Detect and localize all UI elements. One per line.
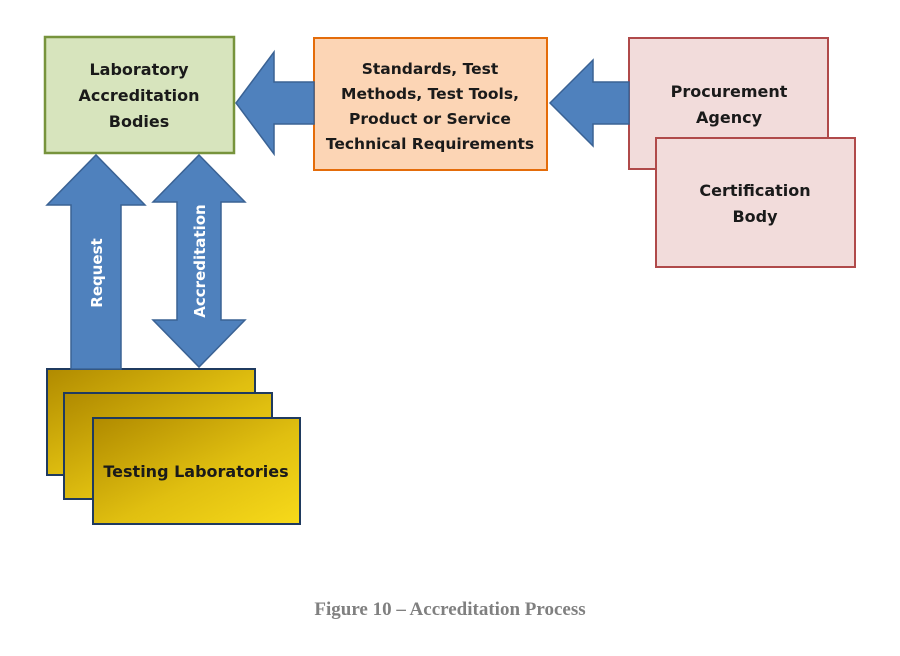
procurement-label-line2: Agency bbox=[696, 108, 763, 127]
standards-label-line4: Technical Requirements bbox=[326, 135, 534, 153]
request-label: Request bbox=[88, 238, 106, 307]
standards-label-line1: Standards, Test bbox=[362, 60, 499, 78]
accreditation-label: Accreditation bbox=[191, 204, 209, 317]
standards-box bbox=[313, 37, 548, 171]
lab-accreditation-label-line2: Accreditation bbox=[79, 86, 200, 105]
procurement-label-line1: Procurement bbox=[671, 82, 788, 101]
testing-lab-box-front bbox=[92, 417, 301, 525]
lab-accreditation-box bbox=[43, 35, 236, 155]
standards-label-line2: Methods, Test Tools, bbox=[341, 85, 519, 103]
certification-label-line2: Body bbox=[732, 207, 778, 226]
arrow-left-to-standards bbox=[548, 58, 630, 148]
lab-accreditation-label-line1: Laboratory bbox=[89, 60, 189, 79]
certification-box bbox=[655, 137, 856, 268]
accreditation-arrow bbox=[151, 153, 247, 369]
figure-caption: Figure 10 – Accreditation Process bbox=[314, 599, 586, 620]
testing-lab-label: Testing Laboratories bbox=[103, 462, 288, 481]
certification-label-line1: Certification bbox=[699, 181, 810, 200]
standards-label-line3: Product or Service bbox=[349, 110, 511, 128]
lab-accreditation-label-line3: Bodies bbox=[109, 112, 170, 131]
arrow-left-to-lab-bodies bbox=[235, 49, 315, 157]
request-arrow bbox=[45, 153, 147, 370]
